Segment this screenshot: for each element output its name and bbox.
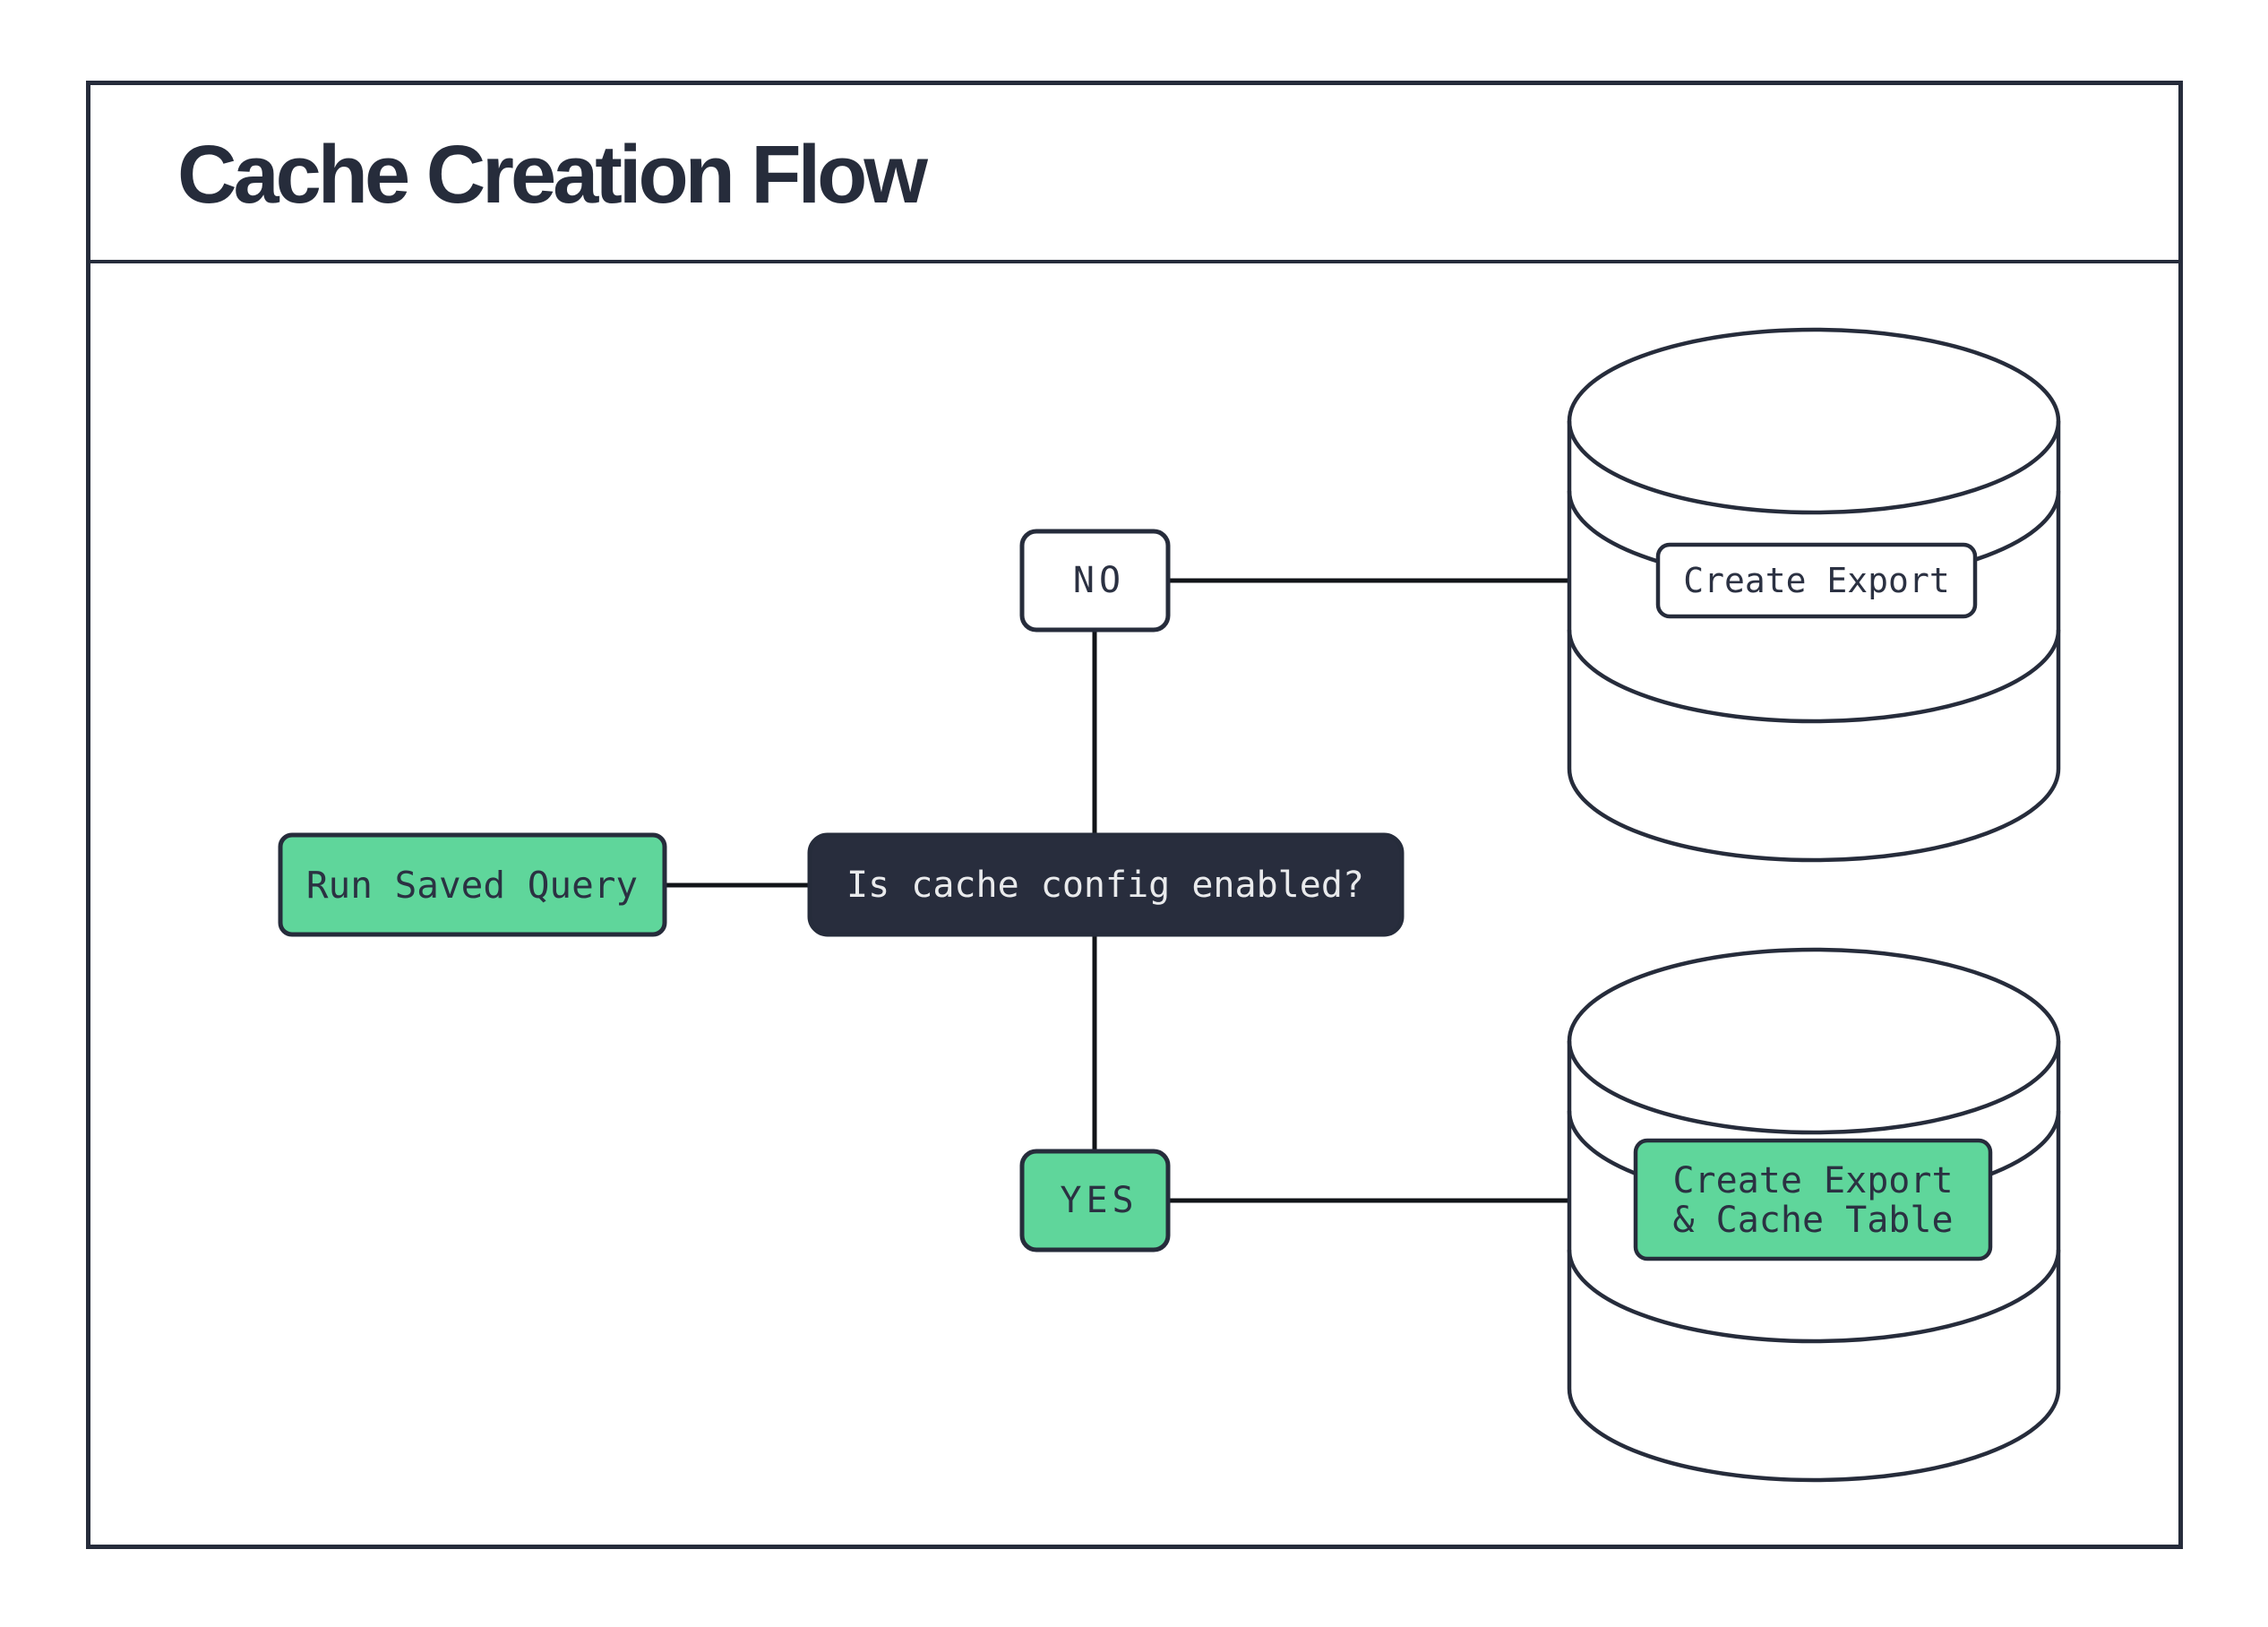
database-disk-arc (1567, 1388, 2061, 1483)
create-export-box (1655, 542, 1978, 619)
create-export-label: Create Export (1683, 561, 1949, 600)
decision-node-box (807, 832, 1405, 937)
decision-node-label: Is cache config enabled? (846, 865, 1364, 906)
start-node-label: Run Saved Query (306, 864, 638, 907)
branch-yes-badge: YES (1019, 1149, 1171, 1253)
no-badge-label: NO (1073, 560, 1125, 601)
create-export-cache-box (1633, 1138, 1993, 1261)
diagram-frame (86, 81, 2183, 1549)
result-no-label: Create Export (1655, 542, 1978, 619)
branch-no-badge: NO (1019, 529, 1171, 633)
result-yes-label: Create Export & Cache Table (1633, 1138, 1993, 1261)
page-title: Cache Creation Flow (177, 129, 928, 220)
database-disk-arc (1567, 768, 2061, 863)
database-disk-arc (1567, 629, 2061, 724)
decision-node: Is cache config enabled? (807, 832, 1405, 937)
yes-badge-label: YES (1060, 1180, 1138, 1221)
start-node: Run Saved Query (278, 832, 667, 937)
create-export-cache-label-line2: & Cache Table (1672, 1200, 1953, 1241)
start-node-box (278, 832, 667, 937)
yes-badge-box (1019, 1149, 1171, 1253)
database-disk-arc (1567, 1249, 2061, 1344)
create-export-cache-label-line1: Create Export (1672, 1160, 1953, 1201)
no-badge-box (1019, 529, 1171, 633)
